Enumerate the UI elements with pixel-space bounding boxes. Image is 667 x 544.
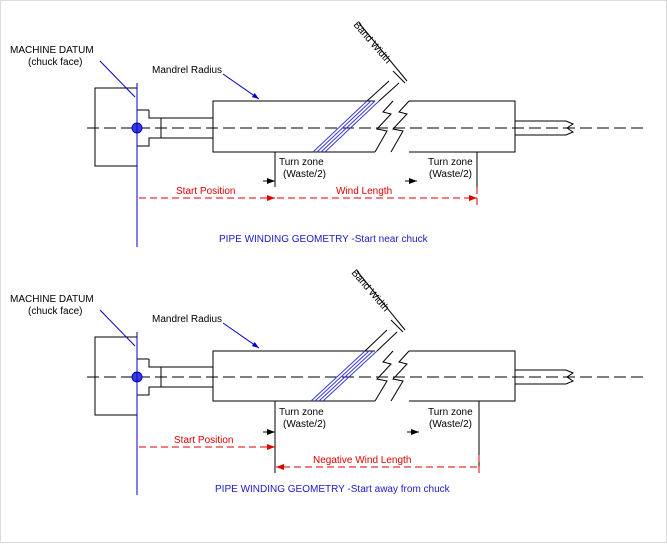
band-width-ext-2 [378,82,400,102]
waste-right-label: (Waste/2) [429,169,472,180]
band-width-tick [392,70,406,84]
chuck-shaft [137,109,213,147]
band-width-ext-2 [376,331,398,352]
shaft-right [515,369,575,385]
break-line-right [390,100,410,153]
chuck-face-label: (chuck face) [28,57,82,68]
waste-right-label: (Waste/2) [429,419,472,430]
mandrel-right [409,100,516,153]
band-width-label: Band Width [351,20,393,66]
caption: PIPE WINDING GEOMETRY -Start near chuck [219,234,429,245]
start-position-label: Start Position [174,435,233,446]
panel-start-away-from-chuck: Band Width Mandrel Radius MACHINE DATUM … [10,268,645,495]
chuck [94,87,138,167]
chuck-shaft [137,358,213,396]
negative-wind-length-label: Negative Wind Length [313,455,411,466]
mandrel-radius-leader [222,73,260,100]
caption: PIPE WINDING GEOMETRY -Start away from c… [215,484,451,495]
mandrel-radius-label: Mandrel Radius [152,314,222,325]
panel-start-near-chuck: Band Width Mandrel Radius MACHINE DATUM … [10,20,645,247]
mandrel-left [212,350,375,402]
shaft-right [515,120,575,136]
band-width-ext-1 [364,329,388,352]
break-line-right [390,350,410,402]
machine-datum-label: MACHINE DATUM [10,294,94,305]
chuck-face-label: (chuck face) [28,306,82,317]
turn-zone-left-label: Turn zone [279,157,324,168]
datum-leader [99,60,136,98]
turn-zone-left-label: Turn zone [279,407,324,418]
mandrel-radius-leader [222,322,260,349]
band-lines [312,100,380,153]
break-line-left [374,350,394,402]
band-width-ext-1 [366,80,390,102]
machine-datum-label: MACHINE DATUM [10,45,94,56]
mandrel-left [212,100,375,153]
start-position-label: Start Position [176,186,235,197]
band-width-dim [358,22,408,82]
turn-zone-right-label: Turn zone [428,407,473,418]
datum-leader [99,309,136,347]
chuck [94,336,138,416]
mandrel-radius-label: Mandrel Radius [152,65,222,76]
band-lines [310,350,378,402]
waste-left-label: (Waste/2) [283,419,326,430]
break-line-left [374,100,394,153]
turn-zone-right-label: Turn zone [428,157,473,168]
band-width-label: Band Width [349,268,391,314]
waste-left-label: (Waste/2) [283,169,326,180]
band-width-dim [356,270,406,331]
wind-length-label: Wind Length [336,186,392,197]
band-width-tick [390,319,404,333]
mandrel-right [409,350,516,402]
